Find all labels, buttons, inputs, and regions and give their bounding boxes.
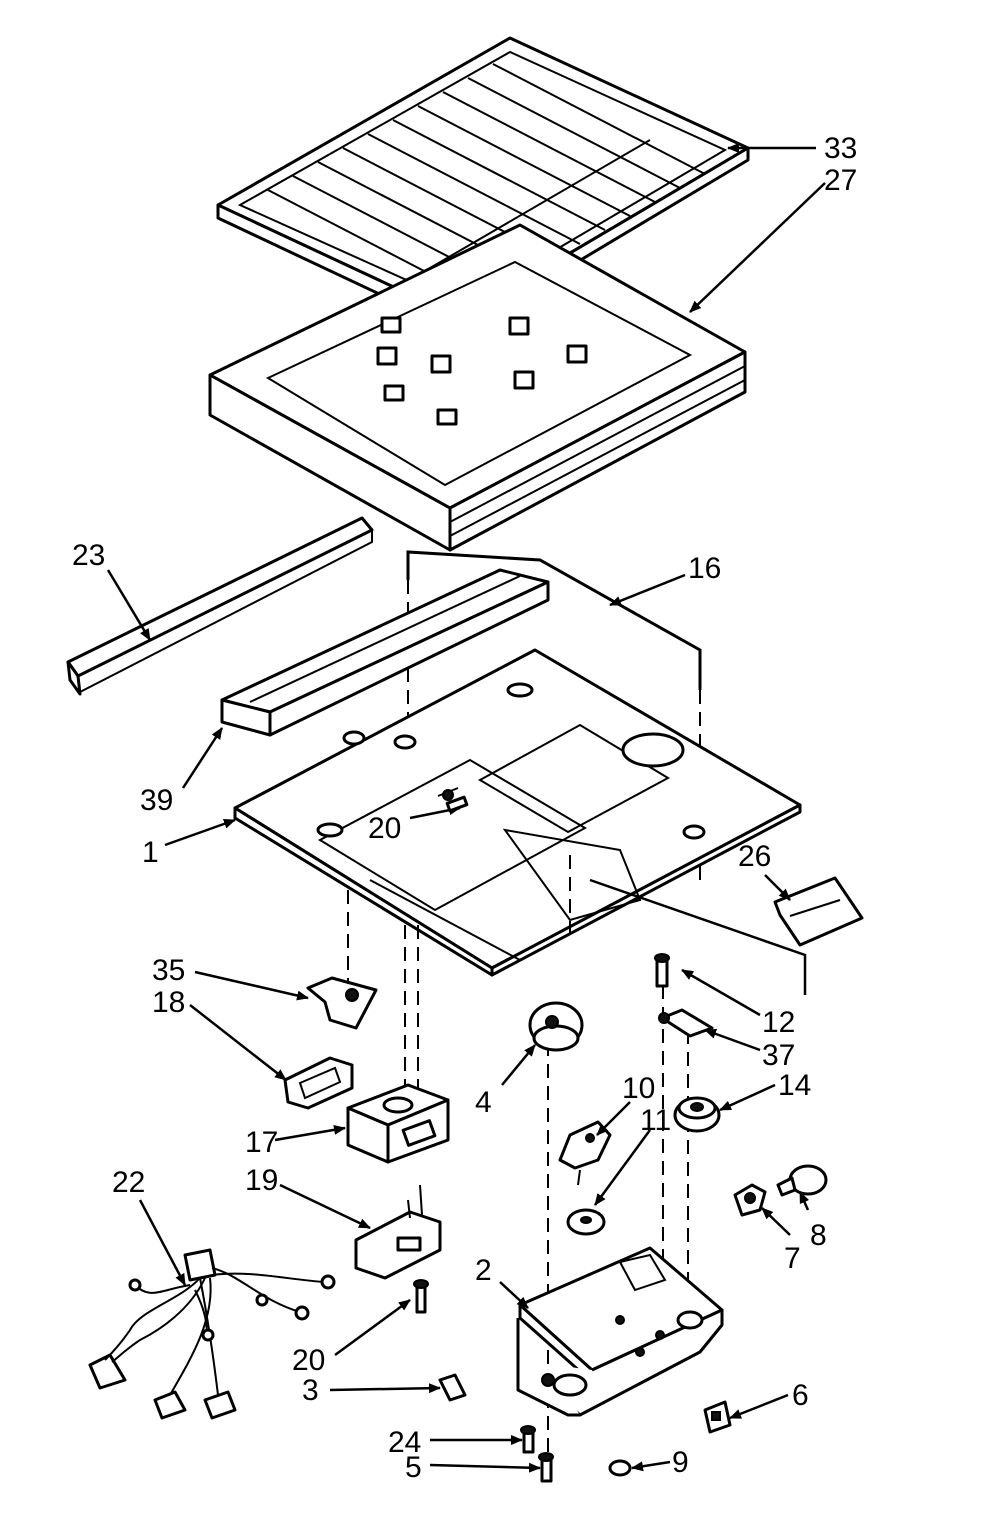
grommet-part-11 (566, 1208, 606, 1236)
screw-part-5 (538, 1452, 554, 1483)
callout-24: 24 (388, 1426, 421, 1459)
callout-27: 27 (824, 164, 857, 197)
cover-part-26 (773, 876, 864, 947)
connector-part-6 (703, 1400, 732, 1434)
callout-7: 7 (784, 1242, 801, 1275)
callout-20-lower: 20 (292, 1344, 325, 1377)
callout-23: 23 (72, 539, 105, 572)
callout-8: 8 (810, 1219, 827, 1252)
callout-14: 14 (778, 1069, 811, 1102)
callout-5: 5 (405, 1451, 422, 1484)
callout-6: 6 (792, 1379, 809, 1412)
callout-1: 1 (142, 836, 159, 869)
frame-tray-part-27 (208, 223, 747, 552)
callout-19: 19 (245, 1164, 278, 1197)
leader-lines (106, 143, 826, 1473)
clip-part-3 (438, 1373, 467, 1402)
screw-part-20-lower (413, 1279, 429, 1314)
control-box-part-17 (346, 1083, 450, 1164)
bracket-part-2 (516, 1246, 724, 1417)
clip-part-37 (658, 1008, 714, 1038)
callout-26: 26 (738, 840, 771, 873)
knob-part-4 (528, 1001, 584, 1052)
top-grille-part-33 (216, 36, 750, 334)
callout-16: 16 (688, 552, 721, 585)
channel-part-39 (220, 568, 550, 737)
callout-39: 39 (140, 784, 173, 817)
screw-part-20-upper (445, 795, 469, 813)
screw-part-24 (520, 1425, 536, 1454)
plug-part-9 (608, 1459, 632, 1477)
bracket-part-35 (306, 976, 378, 1030)
callout-17: 17 (245, 1126, 278, 1159)
callout-18: 18 (152, 986, 185, 1019)
wire-harness-part-22 (88, 1248, 336, 1420)
screw-part-12 (654, 953, 670, 988)
switch-part-10 (558, 1120, 612, 1186)
callout-10: 10 (622, 1072, 655, 1105)
callout-9: 9 (672, 1446, 689, 1479)
callout-3: 3 (302, 1374, 319, 1407)
callout-20-upper: 20 (368, 812, 401, 845)
insert-part-18 (283, 1056, 354, 1110)
grommet-part-14 (673, 1096, 721, 1133)
callout-11: 11 (640, 1104, 671, 1137)
callout-35: 35 (152, 954, 185, 987)
socket-part-7 (733, 1183, 767, 1217)
callout-4: 4 (475, 1086, 492, 1119)
callout-33: 33 (824, 132, 857, 165)
callout-37: 37 (762, 1039, 795, 1072)
callout-12: 12 (762, 1006, 795, 1039)
callout-2: 2 (475, 1254, 492, 1287)
bulb-part-8 (776, 1164, 828, 1197)
callout-labels: 33 27 23 16 39 1 20 26 12 37 14 35 18 4 … (72, 132, 857, 1484)
housing-part-19 (354, 1184, 442, 1280)
callout-22: 22 (112, 1166, 145, 1199)
